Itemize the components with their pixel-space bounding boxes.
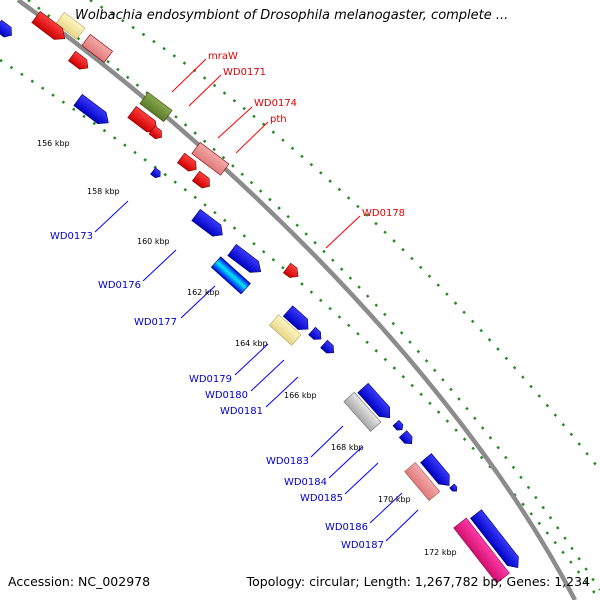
gene-wd0187 bbox=[453, 517, 510, 584]
tick-158: 158 kbp bbox=[87, 187, 120, 196]
label-wd0181: WD0181 bbox=[220, 406, 263, 417]
inner-dotted-arc bbox=[0, 58, 600, 600]
tick-160: 160 kbp bbox=[137, 237, 170, 246]
label-wd0173: WD0173 bbox=[50, 231, 93, 242]
label-wd0171: WD0171 bbox=[223, 67, 266, 78]
label-wd0179: WD0179 bbox=[189, 374, 232, 385]
tick-168: 168 kbp bbox=[331, 443, 364, 452]
gene-red-small bbox=[148, 125, 162, 140]
label-wd0185: WD0185 bbox=[300, 493, 343, 504]
label-wd0184: WD0184 bbox=[284, 477, 327, 488]
tick-164: 164 kbp bbox=[235, 339, 268, 348]
forward-strand-genes bbox=[31, 10, 299, 278]
label-wd0176: WD0176 bbox=[98, 280, 141, 291]
label-wd0174: WD0174 bbox=[254, 98, 297, 109]
tick-156: 156 kbp bbox=[37, 139, 70, 148]
label-mraw: mraW bbox=[208, 51, 238, 62]
gene-khaki-top bbox=[55, 11, 86, 40]
gene-wd0174 bbox=[191, 141, 230, 176]
gene-pth-2 bbox=[191, 170, 210, 189]
label-wd0177: WD0177 bbox=[134, 317, 177, 328]
tick-172: 172 kbp bbox=[424, 548, 457, 557]
gene-wd0177 bbox=[210, 256, 251, 295]
tick-162: 162 kbp bbox=[187, 288, 220, 297]
gene-wd0176 bbox=[191, 208, 223, 237]
gene-labels-forward: mraW WD0171 WD0174 pth WD0178 bbox=[208, 51, 405, 219]
gene-mraw bbox=[139, 91, 173, 123]
label-wd0183: WD0183 bbox=[266, 456, 309, 467]
map-title: Wolbachia endosymbiont of Drosophila mel… bbox=[75, 8, 509, 23]
gene-wd0184 bbox=[357, 382, 391, 419]
gene-wd0178 bbox=[282, 262, 299, 278]
gene-blue-left bbox=[0, 19, 12, 38]
gene-wd0186 bbox=[404, 462, 441, 502]
gene-wd0173 bbox=[73, 93, 109, 124]
gene-wd0180 bbox=[282, 305, 309, 330]
genome-backbone bbox=[16, 0, 577, 600]
gene-pth bbox=[176, 152, 197, 172]
label-wd0180: WD0180 bbox=[205, 390, 248, 401]
label-wd0187: WD0187 bbox=[341, 540, 384, 551]
tick-170: 170 kbp bbox=[378, 495, 411, 504]
label-wd0186: WD0186 bbox=[325, 522, 368, 533]
gene-blue-tiny bbox=[449, 483, 458, 492]
leader-lines-reverse bbox=[94, 200, 419, 542]
middle-dotted-arc bbox=[89, 0, 600, 471]
gene-red-1 bbox=[31, 10, 66, 40]
gene-blue-small-3 bbox=[320, 339, 334, 354]
reverse-strand-genes bbox=[0, 19, 519, 584]
label-pth: pth bbox=[270, 114, 287, 125]
gene-blue-mid bbox=[227, 243, 262, 273]
gene-wd0185 bbox=[398, 430, 413, 444]
genome-info-text: Topology: circular; Length: 1,267,782 bp… bbox=[246, 574, 590, 589]
gene-wd0181 bbox=[308, 326, 322, 340]
gene-wd0183 bbox=[343, 391, 382, 432]
tick-166: 166 kbp bbox=[284, 391, 317, 400]
tick-labels: 156 kbp 158 kbp 160 kbp 162 kbp 164 kbp … bbox=[37, 139, 457, 557]
gene-red-2 bbox=[67, 50, 89, 70]
gene-blue-dot bbox=[150, 167, 161, 179]
gene-pink-1 bbox=[81, 33, 113, 63]
gene-blue-172 bbox=[470, 509, 519, 568]
gene-wd0179 bbox=[268, 314, 302, 346]
leader-lines-forward bbox=[171, 58, 361, 249]
label-wd0178: WD0178 bbox=[362, 208, 405, 219]
gene-blue-sm-4 bbox=[392, 419, 404, 431]
accession-text: Accession: NC_002978 bbox=[8, 574, 151, 589]
gene-blue-170 bbox=[420, 453, 450, 486]
gene-labels-reverse: WD0173 WD0176 WD0177 WD0179 WD0180 WD018… bbox=[50, 231, 384, 551]
